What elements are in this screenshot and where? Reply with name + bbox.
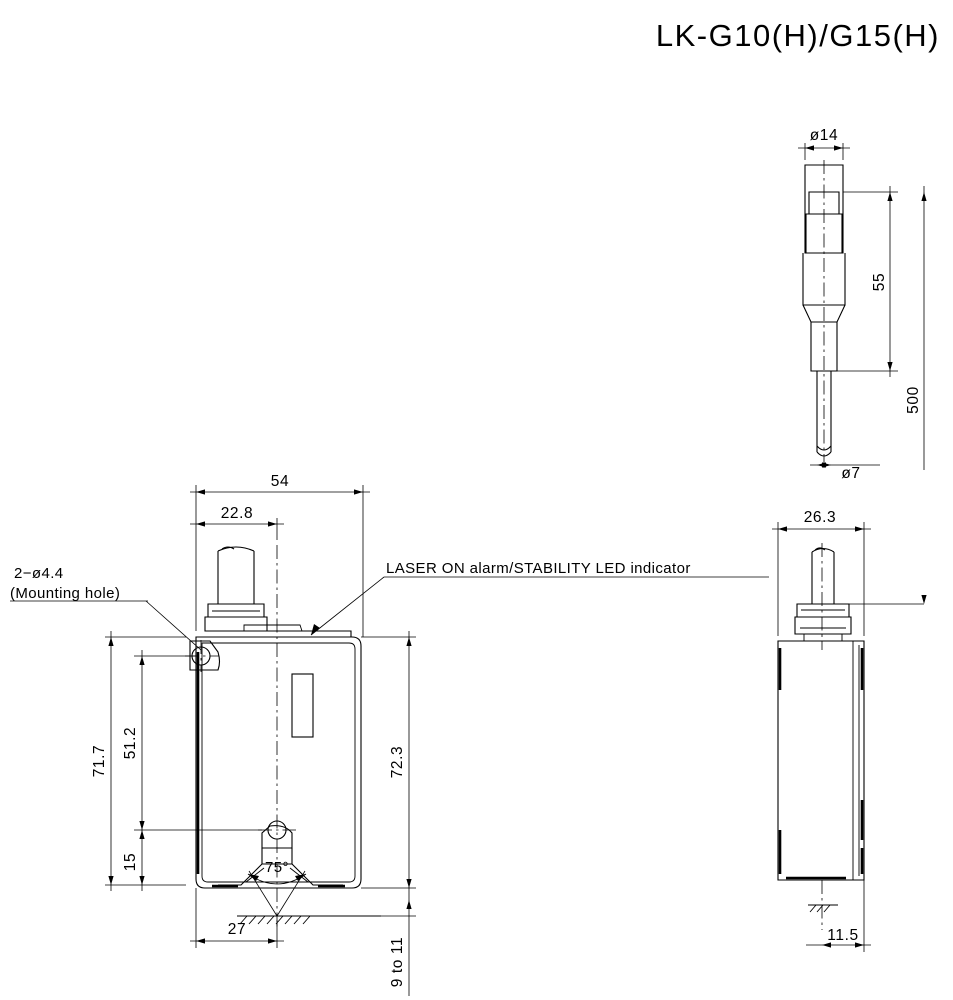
arrow-9to11-top bbox=[406, 900, 412, 909]
arrow-500-top bbox=[921, 192, 927, 201]
gland-shoulder-plate bbox=[243, 624, 303, 632]
dim-label-263: 26.3 bbox=[804, 509, 837, 526]
arrow-27-left bbox=[196, 938, 205, 944]
side-gland-neck bbox=[811, 552, 835, 605]
dim-label-9to11: 9 to 11 bbox=[389, 937, 406, 987]
dim-label-228: 22.8 bbox=[221, 505, 254, 522]
side-body-outline bbox=[777, 640, 865, 881]
dim-label-d7: ø7 bbox=[841, 465, 860, 482]
optics-right-face-inner bbox=[289, 867, 343, 883]
dim-label-500: 500 bbox=[905, 386, 922, 414]
gland-flange-lower bbox=[204, 616, 268, 632]
side-gland-bore bbox=[814, 547, 826, 551]
leader-led-arrowhead bbox=[311, 624, 320, 635]
dim-label-54: 54 bbox=[271, 473, 289, 490]
arrow-27-right bbox=[268, 938, 277, 944]
callout-led-indicator: LASER ON alarm/STABILITY LED indicator bbox=[386, 560, 691, 577]
leader-led-indicator bbox=[310, 576, 385, 636]
side-view: 26.3 11.5 bbox=[772, 509, 927, 952]
arrow-228-left bbox=[196, 521, 205, 527]
connector-ring-lower bbox=[805, 213, 843, 254]
led-indicator-window bbox=[291, 673, 314, 738]
mounting-boss-top bbox=[189, 640, 221, 671]
body-top-lip bbox=[230, 630, 352, 637]
arrow-723-bottom bbox=[406, 879, 412, 888]
arrow-512-top bbox=[139, 656, 145, 665]
dim-label-d14: ø14 bbox=[810, 127, 839, 144]
arrow-717-bottom bbox=[108, 876, 114, 885]
body-outline-outer bbox=[195, 636, 362, 889]
arrow-54-right bbox=[354, 489, 363, 495]
arrow-15-top bbox=[139, 830, 145, 839]
side-gland-base-plate bbox=[803, 633, 843, 642]
cable-body bbox=[816, 371, 832, 452]
arrow-115-right bbox=[855, 942, 864, 948]
gland-neck bbox=[217, 551, 255, 605]
arrow-55-bottom bbox=[887, 362, 893, 371]
gland-neck-bore bbox=[221, 546, 235, 550]
front-view: 75° 54 22.8 71.7 bbox=[10, 473, 769, 996]
target-surface-hatch bbox=[239, 915, 311, 925]
connector-barrel bbox=[802, 253, 846, 306]
arrow-512-bottom bbox=[139, 821, 145, 830]
connector-view: ø14 55 500 ø7 bbox=[798, 127, 927, 482]
dim-label-512: 51.2 bbox=[122, 727, 139, 760]
callout-mounting-hole-line2: (Mounting hole) bbox=[10, 585, 120, 602]
arrow-54-left bbox=[196, 489, 205, 495]
dim-label-717: 71.7 bbox=[91, 745, 108, 778]
arrow-228-right bbox=[268, 521, 277, 527]
dim-label-55: 55 bbox=[871, 273, 888, 291]
side-gland-flange-lower bbox=[794, 616, 852, 635]
body-outline-inner bbox=[201, 642, 356, 883]
side-target-hatch bbox=[809, 904, 831, 913]
connector-sleeve-outline bbox=[804, 164, 844, 254]
dim-label-115: 11.5 bbox=[827, 927, 858, 944]
optics-nose-block bbox=[261, 848, 293, 865]
dim-label-27: 27 bbox=[228, 921, 246, 938]
arrow-263-left bbox=[778, 526, 787, 532]
page-title: LK-G10(H)/G15(H) bbox=[656, 18, 940, 53]
dim-label-723: 72.3 bbox=[389, 746, 406, 779]
optics-left-face-inner bbox=[218, 867, 265, 883]
arrow-55-top bbox=[887, 192, 893, 201]
optics-left-face bbox=[218, 863, 263, 886]
leader-mounting-hole bbox=[145, 600, 202, 651]
dim-label-15: 15 bbox=[122, 853, 139, 871]
side-gland-flange-upper bbox=[796, 603, 850, 618]
connector-taper bbox=[802, 304, 846, 323]
gland-neck-top-curve bbox=[217, 546, 255, 552]
side-body-edge-lines bbox=[852, 641, 860, 880]
callout-mounting-hole-line1: 2−ø4.4 bbox=[14, 565, 64, 582]
arrow-115-left bbox=[822, 942, 831, 948]
arrow-d14-right bbox=[834, 145, 843, 151]
arrow-15-bottom bbox=[139, 876, 145, 885]
arrow-717-top bbox=[108, 637, 114, 646]
arrow-d14-left bbox=[805, 145, 814, 151]
arrow-d7-right bbox=[822, 462, 831, 468]
arrow-75-right bbox=[295, 874, 306, 881]
arrow-263-right bbox=[855, 526, 864, 532]
arrow-723-top bbox=[406, 637, 412, 646]
connector-strain-relief bbox=[810, 322, 838, 372]
arrow-500-bottom bbox=[921, 595, 927, 604]
optics-right-face bbox=[291, 863, 343, 886]
cable-end-curve bbox=[816, 445, 832, 451]
dim-label-75deg: 75° bbox=[265, 859, 289, 876]
cable-end-curve-2 bbox=[816, 451, 832, 457]
gland-flange-upper bbox=[207, 603, 265, 618]
arrow-75-left bbox=[248, 874, 259, 881]
